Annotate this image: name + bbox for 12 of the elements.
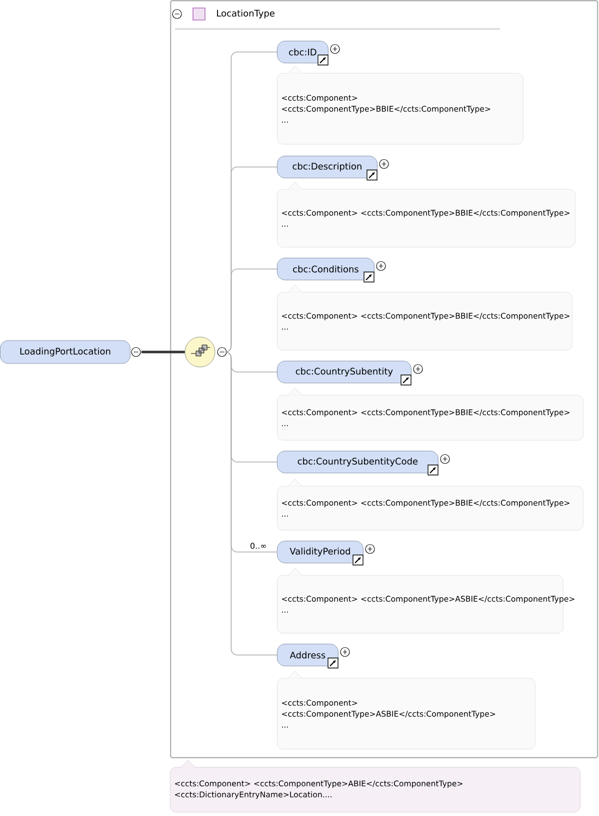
- connector-line: [224, 352, 278, 656]
- element-box: cbc:ID: [277, 40, 328, 64]
- element-box: cbc:Conditions: [277, 258, 374, 280]
- edge-label: 0..∞: [248, 542, 268, 550]
- element-box: cbc:CountrySubentity: [277, 360, 412, 384]
- connector-line: [224, 268, 278, 352]
- element-box: Address: [277, 644, 338, 666]
- element-box: cbc:Description: [277, 156, 378, 178]
- connector-line: [141, 350, 185, 354]
- element-box: cbc:CountrySubentityCode: [277, 450, 438, 474]
- element-box: LoadingPortLocation: [0, 340, 130, 364]
- element-box: ValidityPeriod: [277, 540, 364, 564]
